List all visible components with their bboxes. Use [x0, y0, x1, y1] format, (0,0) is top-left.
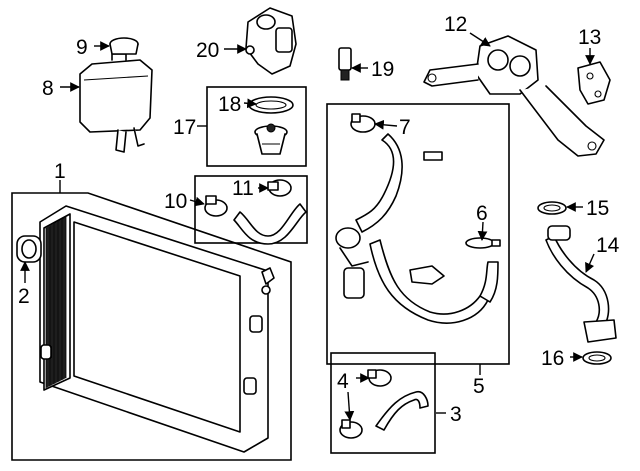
water-pump-housing [423, 35, 605, 157]
callout-1: 1 [54, 160, 66, 183]
coolant-pipe [545, 225, 617, 343]
callout-6: 6 [476, 202, 488, 225]
pipe-seal-upper [537, 201, 567, 215]
lower-hose-group-box [330, 352, 436, 454]
coolant-reservoir [79, 53, 153, 153]
callout-12: 12 [444, 13, 467, 36]
callout-10: 10 [164, 190, 187, 213]
upper-hose-clamp [350, 113, 376, 133]
upper-hose-group-box [326, 103, 510, 365]
callout-17: 17 [173, 116, 196, 139]
bypass-hose [233, 203, 307, 245]
callout-7: 7 [399, 116, 411, 139]
thermostat-seal [248, 96, 294, 114]
callout-11: 11 [232, 177, 254, 200]
upper-hose-small-clamp [465, 237, 501, 249]
bypass-hose-clamp-right [267, 179, 292, 197]
callout-18: 18 [218, 93, 241, 116]
callout-8: 8 [42, 77, 54, 100]
callout-9: 9 [76, 36, 88, 59]
lower-hose-clamp-bottom [339, 419, 363, 439]
callout-13: 13 [578, 26, 601, 49]
callout-20: 20 [196, 39, 219, 62]
callout-14: 14 [596, 234, 620, 257]
radiator-group-box [11, 192, 292, 461]
callout-5: 5 [473, 375, 485, 398]
radiator [39, 205, 275, 453]
upper-hose-assembly [335, 133, 499, 324]
callout-2: 2 [18, 285, 30, 308]
lower-hose [375, 390, 429, 431]
temperature-sensor [338, 47, 352, 81]
pipe-seal-lower [582, 351, 612, 365]
reservoir-cap [109, 37, 139, 55]
callout-16: 16 [541, 347, 564, 370]
water-outlet [245, 7, 297, 75]
lower-hose-clamp-top [367, 369, 392, 387]
radiator-insulator [16, 235, 42, 263]
callout-3: 3 [450, 403, 462, 426]
callout-15: 15 [586, 197, 609, 220]
callout-19: 19 [371, 58, 394, 81]
hose-clamp-group-box [194, 175, 308, 244]
callout-4: 4 [337, 370, 349, 393]
pump-bracket [577, 61, 611, 105]
bypass-hose-clamp-left [204, 195, 228, 217]
thermostat [254, 123, 288, 155]
